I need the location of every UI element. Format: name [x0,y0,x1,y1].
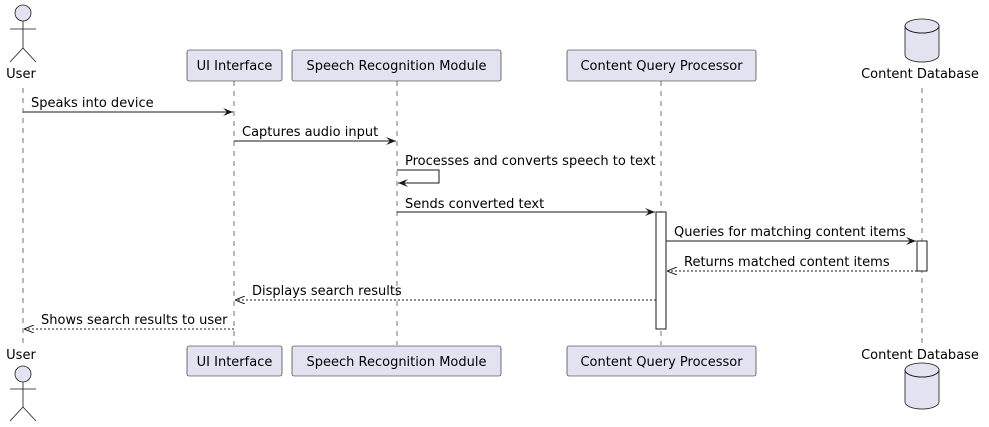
participant-ui-top: UI Interface [186,49,283,82]
message-label-4: Sends converted text [405,197,544,212]
participant-label-processor-bottom: Content Query Processor [580,355,743,370]
participant-processor-top: Content Query Processor [566,49,757,82]
actor-user-top: User [6,4,36,82]
participant-label-speech: Speech Recognition Module [307,59,487,74]
activation-database [916,240,928,272]
message-label-8: Shows search results to user [41,313,228,328]
actor-user-bottom: User [6,348,36,422]
database-bottom: Content Database [861,348,979,410]
participant-label-database-bottom: Content Database [861,348,979,363]
message-label-6: Returns matched content items [684,255,890,270]
participant-label-user: User [6,67,36,82]
participant-processor-bottom: Content Query Processor [566,345,757,377]
participant-label-database: Content Database [861,67,979,82]
participant-speech-top: Speech Recognition Module [291,49,502,82]
actor-head [14,4,32,22]
message-label-7: Displays search results [252,284,402,299]
message-arrow-3 [397,169,440,187]
participant-label-ui: UI Interface [197,59,273,74]
database-top: Content Database [861,18,979,82]
message-label-1: Speaks into device [31,96,154,111]
activation-processor [655,211,667,330]
message-label-5: Queries for matching content items [674,225,906,240]
participant-label-ui-bottom: UI Interface [197,355,273,370]
participant-label-user-bottom: User [6,348,36,363]
participant-ui-bottom: UI Interface [186,345,283,377]
message-label-2: Captures audio input [242,125,378,140]
participant-label-processor: Content Query Processor [580,59,743,74]
actor-head [14,365,32,383]
participant-speech-bottom: Speech Recognition Module [291,345,502,377]
participant-label-speech-bottom: Speech Recognition Module [307,355,487,370]
message-label-3: Processes and converts speech to text [405,154,656,169]
